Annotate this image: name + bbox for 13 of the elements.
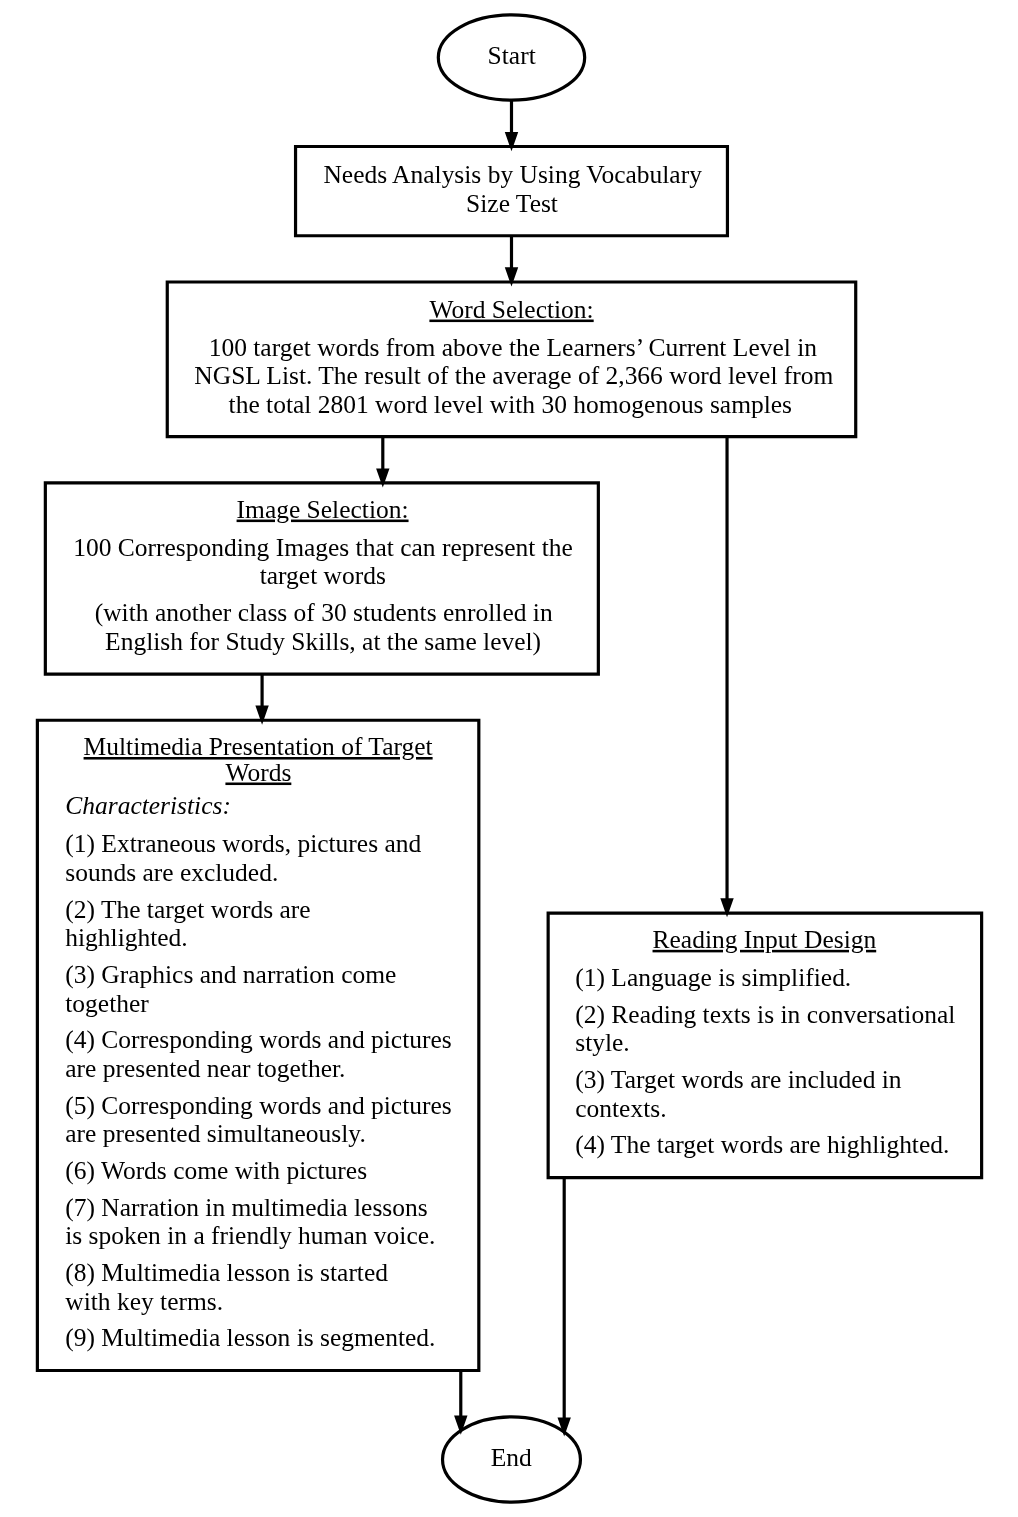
arrow bbox=[504, 100, 518, 152]
arrow bbox=[557, 1178, 571, 1437]
node-box: Word Selection: 100 target words from above the Learners’ Current Level in NGSL List. The result of the average of 2,366 word level from the total 2801 word level with 30 homogenous samples bbox=[165, 280, 857, 439]
node-box: Multimedia Presentation of Target Words Characteristics: (1) Extraneous words, pictures and sounds are excluded. (2) The target words are highlighted. (3) Graphics and narration come together (4) Corresponding words and pictures are presented near together. (5) Corresponding words and pictures are presented simultaneously. (6) Words come with pictures (7) Narration in multimedia lessons is spoken in a friendly human voice. (8) Multimedia lesson is started with key terms. (9) Multimedia lesson is segmented. bbox=[35, 718, 480, 1373]
arrow bbox=[254, 674, 269, 725]
node-box: Needs Analysis by Using Vocabulary Size Test bbox=[293, 144, 729, 238]
node-ellipse: Start bbox=[436, 13, 586, 102]
arrow bbox=[504, 236, 518, 287]
arrow bbox=[453, 1370, 467, 1435]
node-box: Reading Input Design (1) Language is simplified. (2) Reading texts is in conversational style. (3) Target words are included in contexts. (4) The target words are highlighted. bbox=[546, 911, 983, 1180]
arrow bbox=[719, 436, 734, 918]
arrow bbox=[375, 437, 389, 488]
node-box: Image Selection: 100 Corresponding Images that can represent the target words (with another class of 30 students enrolled in English for Study Skills, at the same level) bbox=[43, 481, 600, 676]
